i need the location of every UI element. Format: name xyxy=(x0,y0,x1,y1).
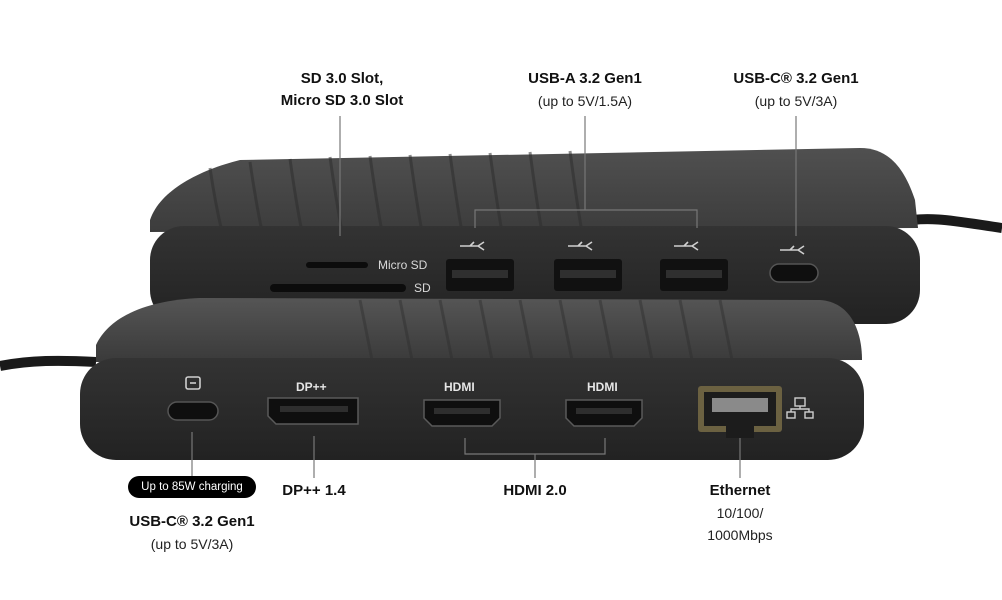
label-usba-title: USB-A 3.2 Gen1 xyxy=(528,70,642,87)
micro-sd-slot xyxy=(306,262,368,268)
label-usba-sub: (up to 5V/1.5A) xyxy=(537,93,633,109)
micro-sd-print: Micro SD xyxy=(378,258,428,272)
sd-print: SD xyxy=(414,281,431,295)
usb-a-port-1 xyxy=(446,259,514,291)
label-usbc-bottom: USB-C® 3.2 Gen1 (up to 5V/3A) xyxy=(112,511,272,555)
top-dock xyxy=(150,148,920,324)
hdmi-port-1-print: HDMI xyxy=(444,380,475,394)
label-usbc-top-sub: (up to 5V/3A) xyxy=(754,93,838,109)
usb-superspeed-icon xyxy=(460,241,805,255)
label-ethernet: Ethernet 10/100/ 1000Mbps xyxy=(680,480,800,546)
usb-a-port-3 xyxy=(660,259,728,291)
charging-port-icon xyxy=(185,376,201,390)
label-usbc-bottom-sub: (up to 5V/3A) xyxy=(150,536,234,552)
label-dp: DP++ 1.4 xyxy=(264,480,364,502)
label-hdmi-title: HDMI 2.0 xyxy=(503,482,567,499)
label-usbc-bottom-title: USB-C® 3.2 Gen1 xyxy=(129,513,255,530)
label-dp-title: DP++ 1.4 xyxy=(282,482,346,499)
charging-badge: Up to 85W charging xyxy=(128,476,256,498)
sd-slot xyxy=(270,284,406,292)
usb-c-port-bottom xyxy=(167,401,219,421)
hdmi-port-2-print: HDMI xyxy=(587,380,618,394)
label-sd-line2: Micro SD 3.0 Slot xyxy=(280,92,404,109)
cable-left xyxy=(0,355,97,371)
usb-c-port-top xyxy=(769,263,819,283)
bottom-dock xyxy=(80,298,864,460)
leader-hdmi xyxy=(464,438,606,478)
label-sd-line1: SD 3.0 Slot, xyxy=(300,70,384,87)
label-sd: SD 3.0 Slot, Micro SD 3.0 Slot xyxy=(262,68,422,112)
usb-a-port-2 xyxy=(554,259,622,291)
dp-port-print: DP++ xyxy=(296,380,327,394)
label-usba: USB-A 3.2 Gen1 (up to 5V/1.5A) xyxy=(505,68,665,112)
label-ethernet-sub1: 10/100/ xyxy=(716,505,764,521)
label-ethernet-title: Ethernet xyxy=(709,482,771,499)
ethernet-port xyxy=(698,386,782,438)
label-usbc-top: USB-C® 3.2 Gen1 (up to 5V/3A) xyxy=(716,68,876,112)
label-hdmi: HDMI 2.0 xyxy=(475,480,595,502)
label-ethernet-sub2: 1000Mbps xyxy=(707,527,773,543)
label-usbc-top-title: USB-C® 3.2 Gen1 xyxy=(733,70,859,87)
network-icon xyxy=(786,397,814,419)
